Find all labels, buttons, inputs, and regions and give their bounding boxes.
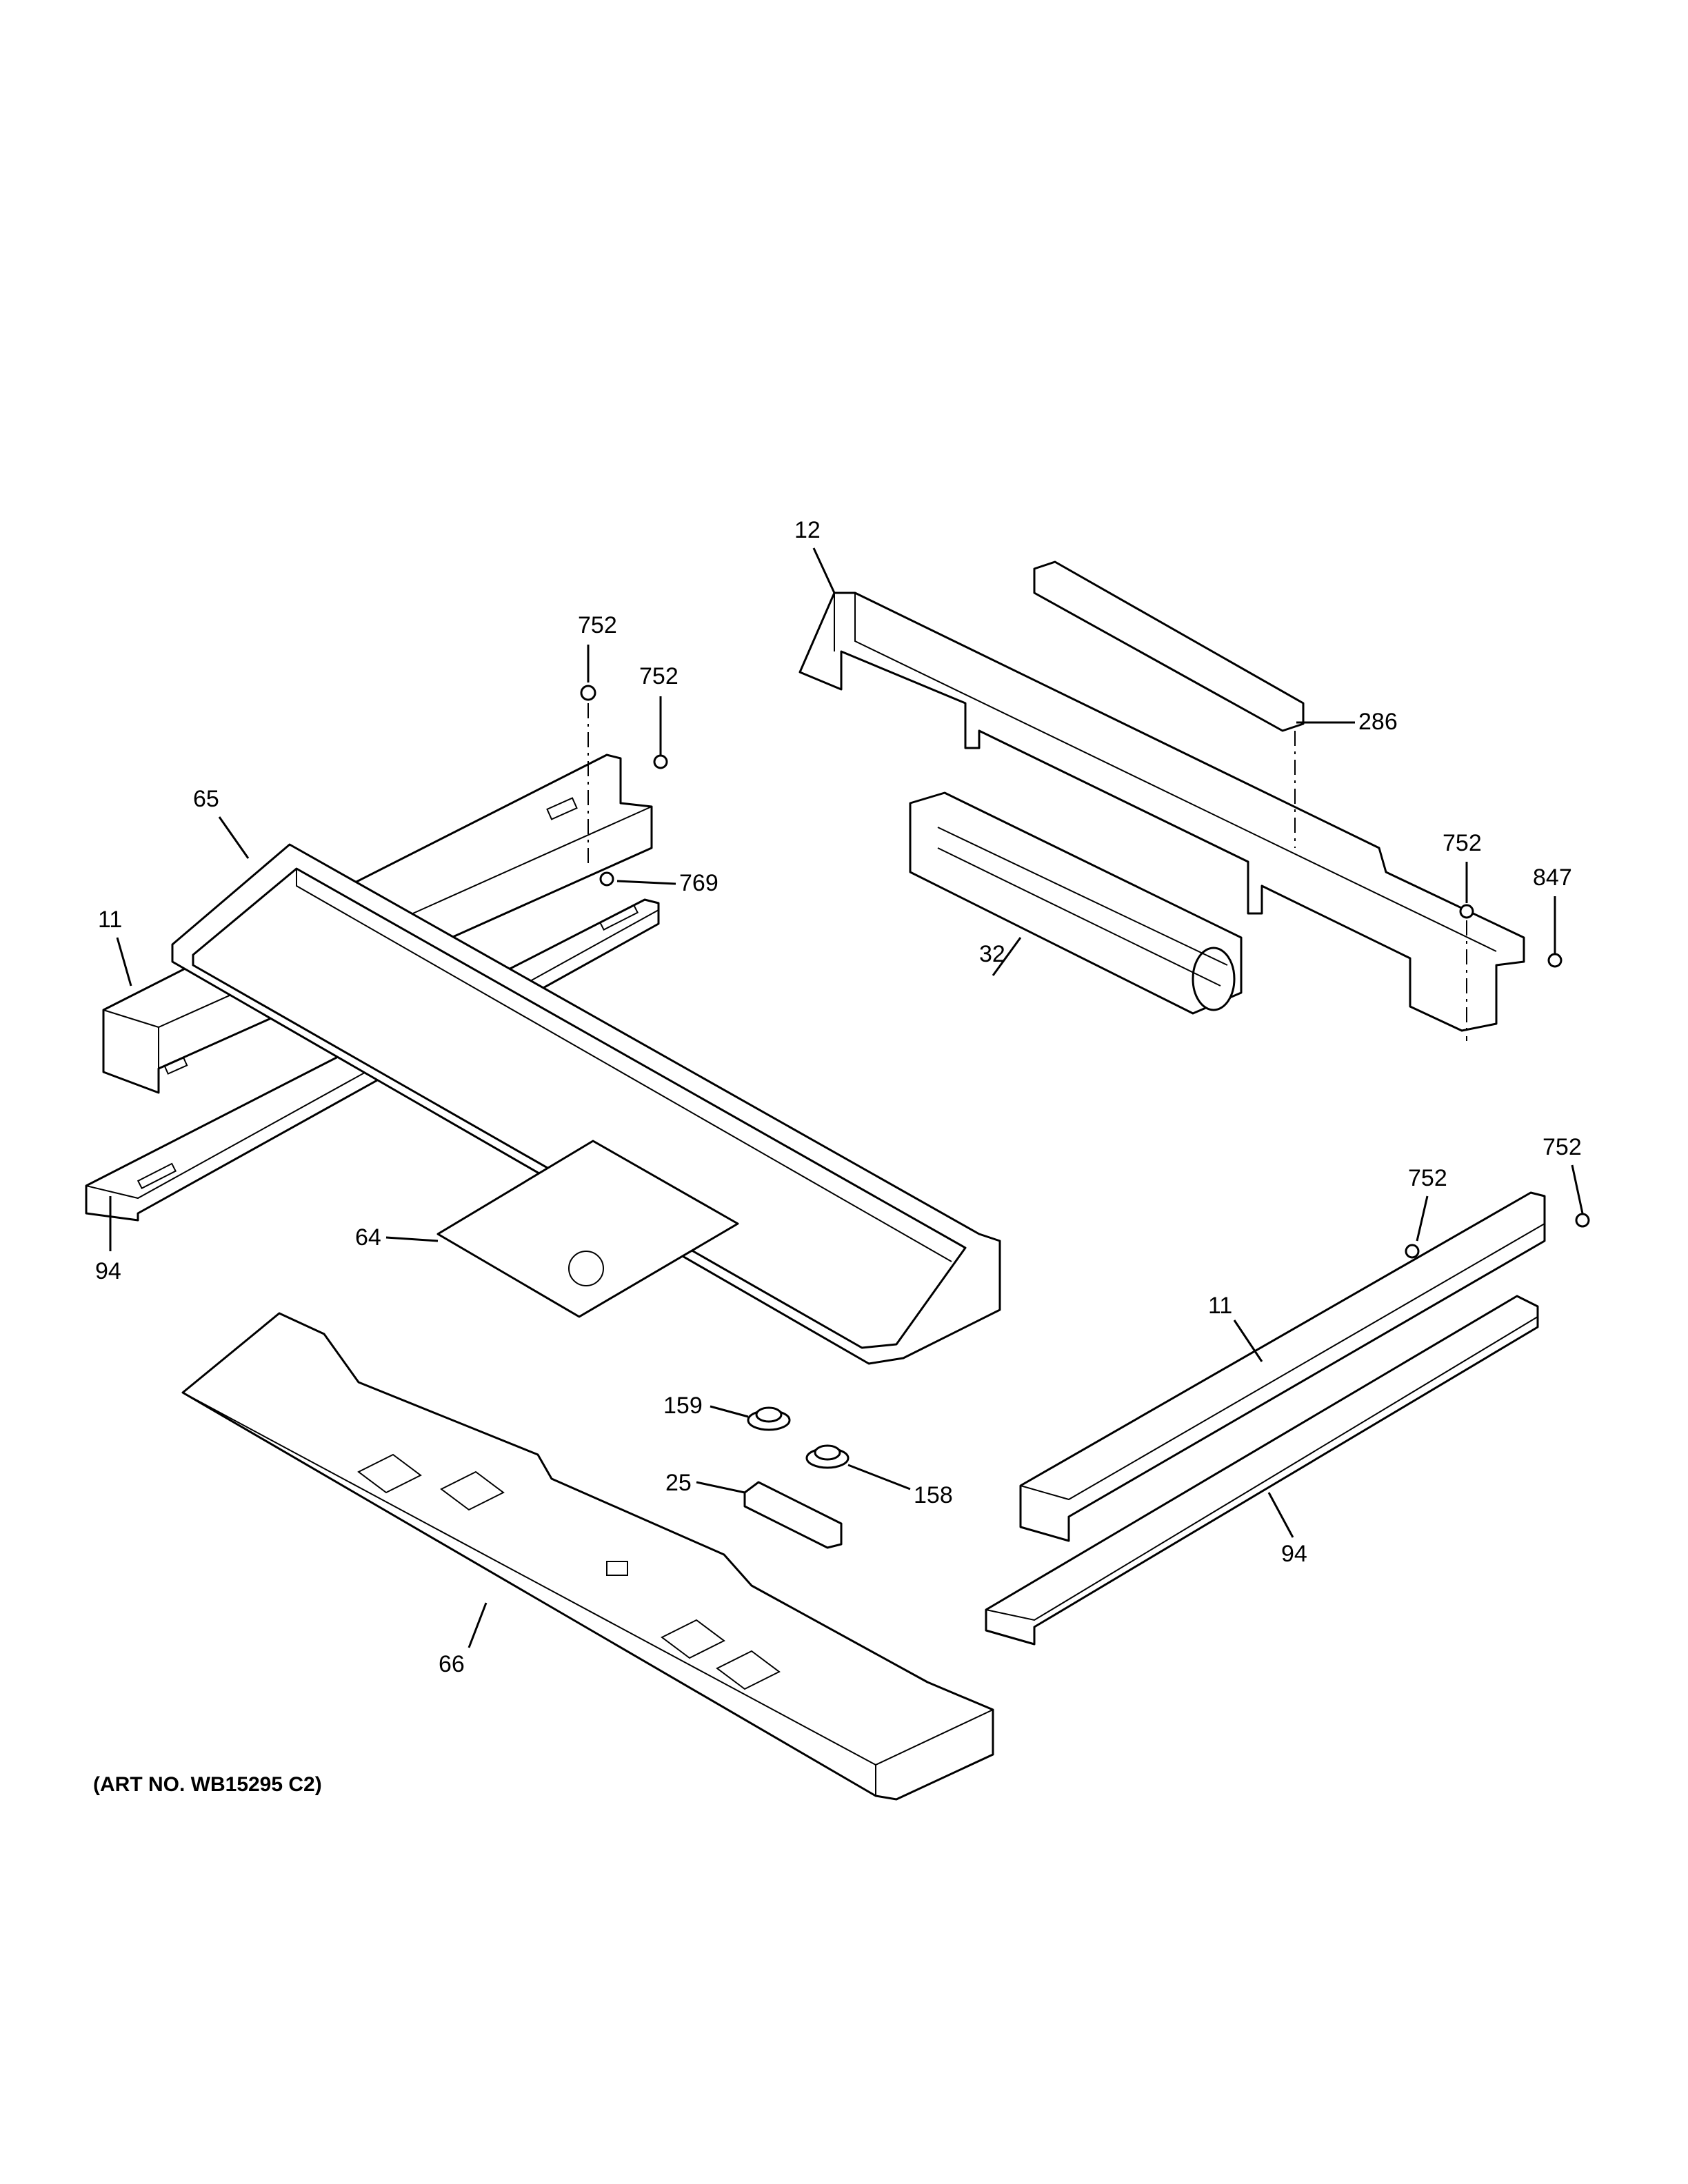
part-32-blower bbox=[909, 791, 1243, 1015]
screw-769 bbox=[599, 871, 614, 887]
callout-158: 158 bbox=[914, 1482, 953, 1508]
part-65-frame bbox=[171, 843, 1001, 1365]
callout-752-d: 752 bbox=[1408, 1165, 1447, 1191]
callout-65: 65 bbox=[193, 786, 219, 812]
part-64-panel bbox=[436, 1140, 739, 1318]
part-25-bracket bbox=[743, 1481, 843, 1549]
callout-94-right: 94 bbox=[1281, 1541, 1307, 1567]
part-66-bottom-tray bbox=[181, 1312, 994, 1801]
callout-94-left: 94 bbox=[95, 1258, 121, 1284]
callout-847: 847 bbox=[1533, 865, 1572, 891]
leader-lines bbox=[109, 547, 1584, 1648]
screw-847 bbox=[1547, 953, 1563, 968]
callout-769: 769 bbox=[679, 870, 719, 896]
part-159-thermostat bbox=[747, 1406, 791, 1431]
screw-752-b bbox=[653, 754, 668, 769]
callout-752-c: 752 bbox=[1443, 830, 1482, 856]
part-12-rear-bracket bbox=[798, 592, 1525, 1032]
screw-752-a bbox=[580, 685, 596, 701]
callout-286: 286 bbox=[1358, 709, 1398, 735]
callout-11-right: 11 bbox=[1208, 1293, 1232, 1319]
callout-12: 12 bbox=[794, 517, 821, 543]
art-number: (ART NO. WB15295 C2) bbox=[93, 1773, 322, 1796]
callout-752-a: 752 bbox=[578, 612, 617, 638]
screw-752-d bbox=[1405, 1244, 1420, 1259]
screw-752-e bbox=[1575, 1213, 1590, 1228]
callout-159: 159 bbox=[663, 1393, 703, 1419]
part-286-cover-strip bbox=[1033, 560, 1305, 732]
callout-752-e: 752 bbox=[1543, 1134, 1582, 1160]
part-158-thermostat bbox=[805, 1444, 850, 1469]
part-94-right-rail bbox=[985, 1295, 1539, 1646]
callout-64: 64 bbox=[355, 1224, 381, 1251]
screw-752-c bbox=[1459, 904, 1474, 919]
callout-752-b: 752 bbox=[639, 663, 679, 689]
callout-66: 66 bbox=[439, 1651, 465, 1677]
part-11-right-bracket bbox=[1019, 1191, 1546, 1542]
callout-11-left: 11 bbox=[98, 907, 122, 933]
callout-25: 25 bbox=[665, 1470, 692, 1496]
callout-32: 32 bbox=[979, 941, 1005, 967]
